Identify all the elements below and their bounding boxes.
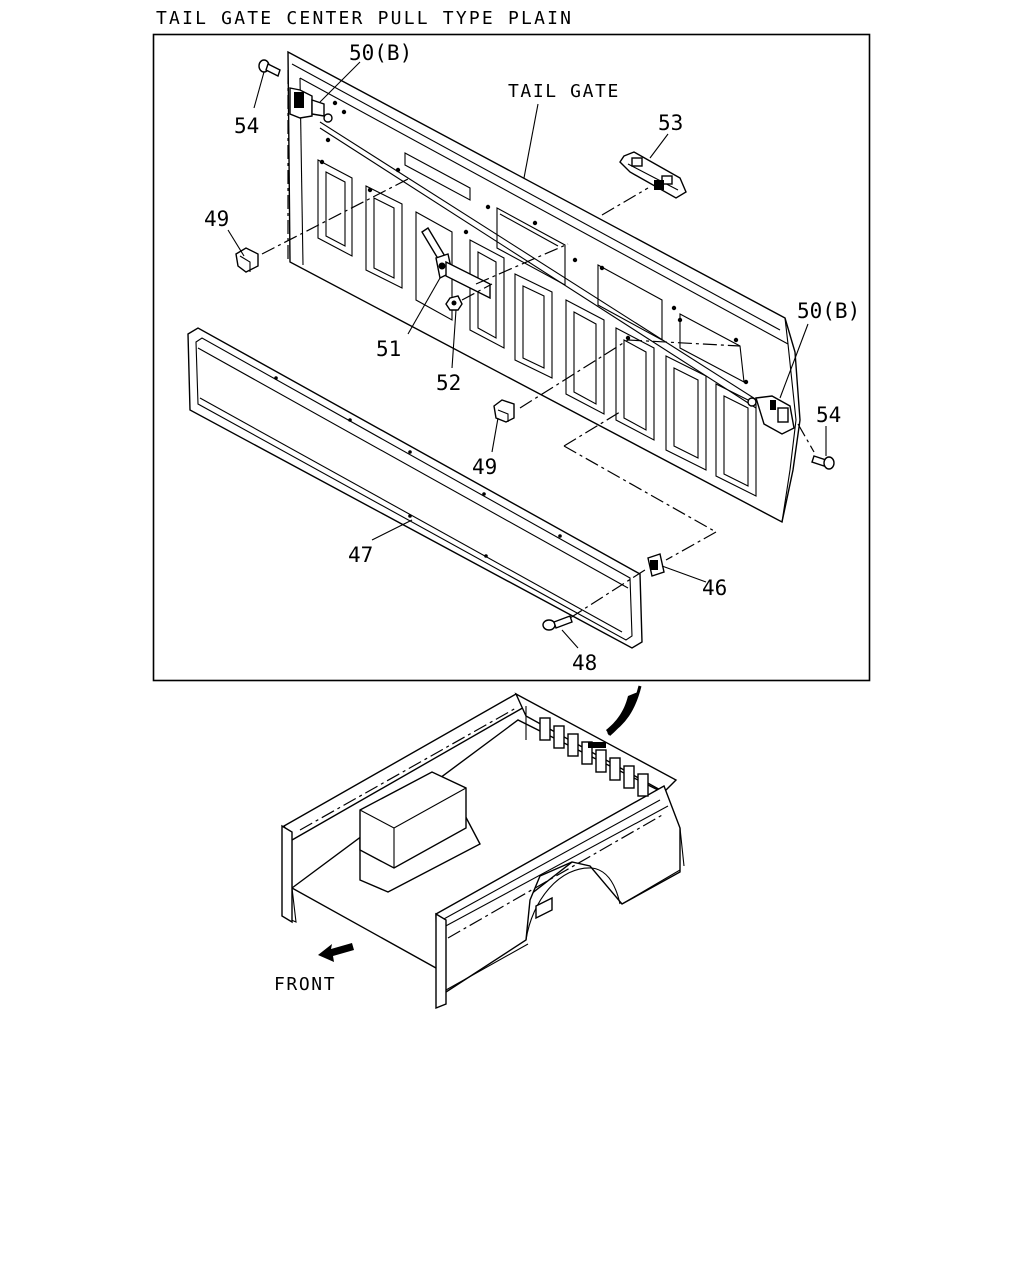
diagram-title: TAIL GATE CENTER PULL TYPE PLAIN: [156, 8, 573, 29]
callout-53: 53: [658, 111, 683, 135]
bolt-left: [258, 59, 281, 77]
bed-tail-slots: [539, 717, 649, 797]
tail-gate-slots: [317, 159, 757, 497]
leader-lines: [227, 61, 827, 649]
screw-48: [542, 615, 573, 631]
callout-50b-right: 50(B): [797, 299, 860, 323]
rod-latch-left: [289, 87, 333, 123]
callout-49-left: 49: [204, 207, 229, 231]
panel-holes: [319, 100, 749, 385]
clip-right: [493, 399, 515, 423]
callout-52: 52: [436, 371, 461, 395]
assembly-lines: [261, 70, 815, 619]
callout-54-left: 54: [234, 114, 259, 138]
rod-latch-right: [747, 395, 795, 435]
callout-51: 51: [376, 337, 401, 361]
callout-49-right: 49: [472, 455, 497, 479]
truck-bed-overview: [281, 685, 685, 1010]
front-arrow: [318, 943, 354, 962]
callout-48: 48: [572, 651, 597, 675]
callout-46: 46: [702, 576, 727, 600]
detail-frame: [152, 33, 871, 682]
nut-52: [445, 295, 463, 311]
callout-50b-left: 50(B): [349, 41, 412, 65]
tail-gate-label: TAIL GATE: [508, 81, 620, 102]
callout-54-right: 54: [816, 403, 841, 427]
seal-clip-46: [647, 553, 665, 577]
bolt-right: [811, 455, 835, 470]
handle-escutcheon: [619, 151, 687, 199]
front-label: FRONT: [274, 974, 336, 995]
tail-gate-seal: [187, 327, 643, 649]
callout-47: 47: [348, 543, 373, 567]
clip-left: [235, 247, 259, 273]
center-pull-handle: [421, 227, 491, 300]
